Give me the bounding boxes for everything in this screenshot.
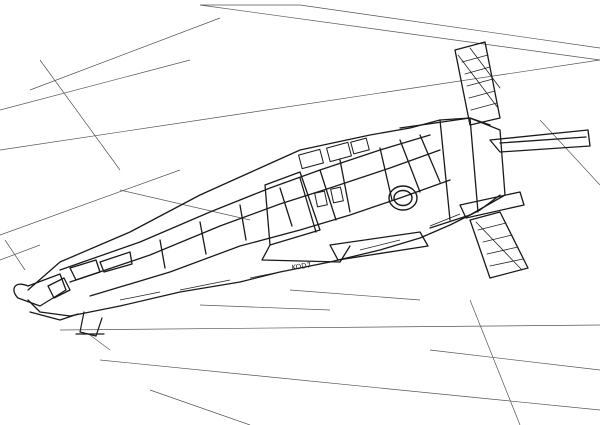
hull-port-circle <box>388 185 418 211</box>
underside-shading <box>119 213 461 301</box>
upper-tail-fin <box>454 41 501 126</box>
construction-lines <box>0 4 600 425</box>
lower-tail-fin <box>469 211 529 279</box>
ship-nose <box>13 251 133 321</box>
engine-pods <box>329 191 525 261</box>
ship-hull <box>27 117 506 317</box>
rear-wing <box>489 129 591 153</box>
hull-marking: KOD7 <box>291 261 311 272</box>
hull-windows <box>298 137 370 208</box>
landing-gear <box>75 311 105 337</box>
